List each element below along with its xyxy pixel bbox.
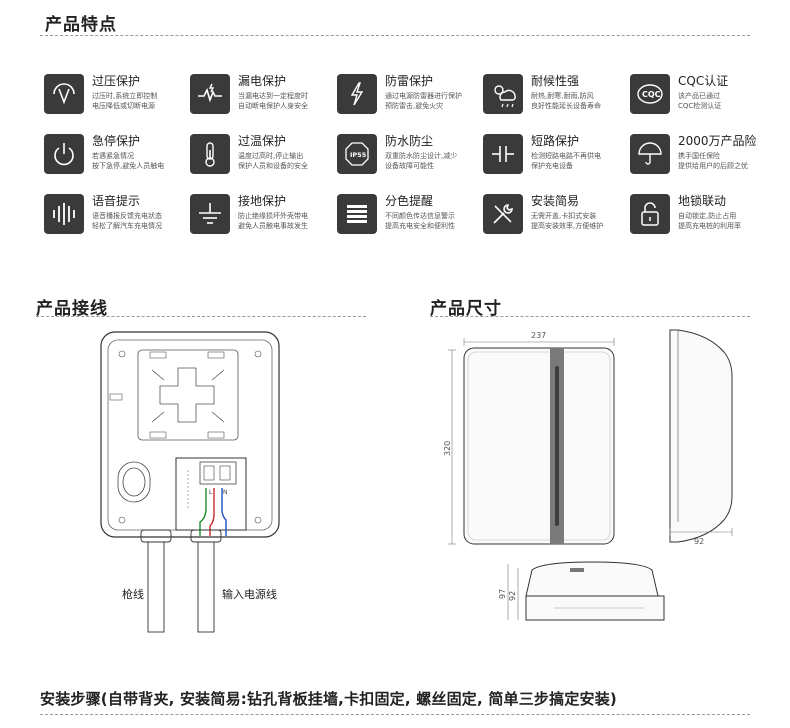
feature-desc: 过压时,系统立即控制电压降低或切断电源 <box>92 92 158 110</box>
umbrella-icon <box>630 134 670 174</box>
feature-desc: 防止绝缘损坏外壳带电避免人员触电事故发生 <box>238 212 308 230</box>
lock-icon <box>630 194 670 234</box>
terminal-label-l: L <box>209 489 213 496</box>
feature-desc: 检测短路电路不再供电保护充电设备 <box>531 152 601 170</box>
feature-desc: 携手国任保险提供给用户的后顾之忧 <box>678 152 748 170</box>
feature-desc: 若遇紧急情况按下急停,避免人员触电 <box>92 152 165 170</box>
feature-item: 防雷保护通过电源防雷器进行保护预防雷击,避免火灾 <box>337 72 487 118</box>
feature-name: 短路保护 <box>531 134 580 148</box>
gun-cable-label: 枪线 <box>122 588 144 601</box>
svg-text:IP55: IP55 <box>350 151 367 159</box>
power-cable-label: 输入电源线 <box>222 588 277 601</box>
feature-item: 地锁联动自动锁定,防止占用提高充电桩的利用率 <box>630 192 780 238</box>
height-dimension: 320 <box>443 441 452 456</box>
feature-desc: 语音播报反馈充电状态轻松了解汽车充电情况 <box>92 212 162 230</box>
wiring-title: 产品接线 <box>36 299 108 319</box>
leakage-icon <box>190 74 230 114</box>
feature-name: 急停保护 <box>92 134 141 148</box>
feature-desc: 无需开盖,卡扣式安装提高安装效率,方便维护 <box>531 212 604 230</box>
power-icon <box>44 134 84 174</box>
thermometer-icon <box>190 134 230 174</box>
feature-item: 分色提醒不同颜色传达信息警示提高充电安全和便利性 <box>337 192 487 238</box>
feature-name: 防雷保护 <box>385 74 434 88</box>
width-dimension: 237 <box>531 331 546 340</box>
feature-name: 分色提醒 <box>385 194 434 208</box>
feature-desc: 耐热,耐寒,耐雨,防风良好性能延长设备寿命 <box>531 92 601 110</box>
bottom-divider <box>40 714 750 715</box>
feature-item: 短路保护检测短路电路不再供电保护充电设备 <box>483 132 633 178</box>
feature-item: 过压保护过压时,系统立即控制电压降低或切断电源 <box>44 72 194 118</box>
wiring-diagram: L N <box>100 331 280 633</box>
bottom-view-diagram: 97 92 <box>498 561 665 621</box>
weather-icon <box>483 74 523 114</box>
lightning-icon <box>337 74 377 114</box>
feature-desc: 通过电源防雷器进行保护预防雷击,避免火灾 <box>385 92 462 110</box>
feature-name: 耐候性强 <box>531 74 580 88</box>
feature-item: 耐候性强耐热,耐寒,耐雨,防风良好性能延长设备寿命 <box>483 72 633 118</box>
feature-item: 漏电保护当漏电达到一定程度时自动断电保护人身安全 <box>190 72 340 118</box>
feature-item: 语音提示语音播报反馈充电状态轻松了解汽车充电情况 <box>44 192 194 238</box>
feature-item: 2000万产品险携手国任保险提供给用户的后顾之忧 <box>630 132 780 178</box>
feature-desc: 自动锁定,防止占用提高充电桩的利用率 <box>678 212 741 230</box>
feature-name: 地锁联动 <box>678 194 727 208</box>
feature-item: 过温保护温度过高时,停止输出保护人员和设备的安全 <box>190 132 340 178</box>
depth-dimension: 92 <box>694 537 704 546</box>
base-depth-a: 97 <box>498 589 507 599</box>
feature-name: CQC认证 <box>678 74 729 88</box>
feature-item: 急停保护若遇紧急情况按下急停,避免人员触电 <box>44 132 194 178</box>
ip55-icon: IP55 <box>337 134 377 174</box>
feature-name: 防水防尘 <box>385 134 434 148</box>
ground-icon <box>190 194 230 234</box>
color-bars-icon <box>337 194 377 234</box>
feature-desc: 不同颜色传达信息警示提高充电安全和便利性 <box>385 212 455 230</box>
feature-name: 语音提示 <box>92 194 141 208</box>
feature-name: 漏电保护 <box>238 74 287 88</box>
voice-icon <box>44 194 84 234</box>
features-divider <box>40 35 750 36</box>
base-depth-b: 92 <box>508 591 517 601</box>
overvoltage-icon <box>44 74 84 114</box>
features-title: 产品特点 <box>45 15 117 35</box>
svg-text:CQC: CQC <box>642 90 661 99</box>
feature-desc: 温度过高时,停止输出保护人员和设备的安全 <box>238 152 308 170</box>
size-divider <box>430 316 750 317</box>
feature-item: 安装简易无需开盖,卡扣式安装提高安装效率,方便维护 <box>483 192 633 238</box>
front-view-diagram: 237 320 <box>443 331 615 545</box>
side-view-diagram: 92 <box>669 329 733 546</box>
feature-name: 过压保护 <box>92 74 141 88</box>
feature-item: IP55 防水防尘双重防水防尘设计,减少设备故障可能性 <box>337 132 487 178</box>
tools-icon <box>483 194 523 234</box>
feature-desc: 当漏电达到一定程度时自动断电保护人身安全 <box>238 92 308 110</box>
feature-name: 接地保护 <box>238 194 287 208</box>
terminal-label-n: N <box>223 489 228 496</box>
feature-name: 过温保护 <box>238 134 287 148</box>
wiring-divider <box>36 316 366 317</box>
cqc-icon: CQC <box>630 74 670 114</box>
short-circuit-icon <box>483 134 523 174</box>
feature-item: 接地保护防止绝缘损坏外壳带电避免人员触电事故发生 <box>190 192 340 238</box>
feature-name: 安装简易 <box>531 194 580 208</box>
install-steps-text: 安装步骤(自带背夹, 安装简易:钻孔背板挂墙,卡扣固定, 螺丝固定, 简单三步搞… <box>40 690 617 708</box>
feature-desc: 双重防水防尘设计,减少设备故障可能性 <box>385 152 458 170</box>
size-title: 产品尺寸 <box>430 299 502 319</box>
feature-name: 2000万产品险 <box>678 134 757 148</box>
